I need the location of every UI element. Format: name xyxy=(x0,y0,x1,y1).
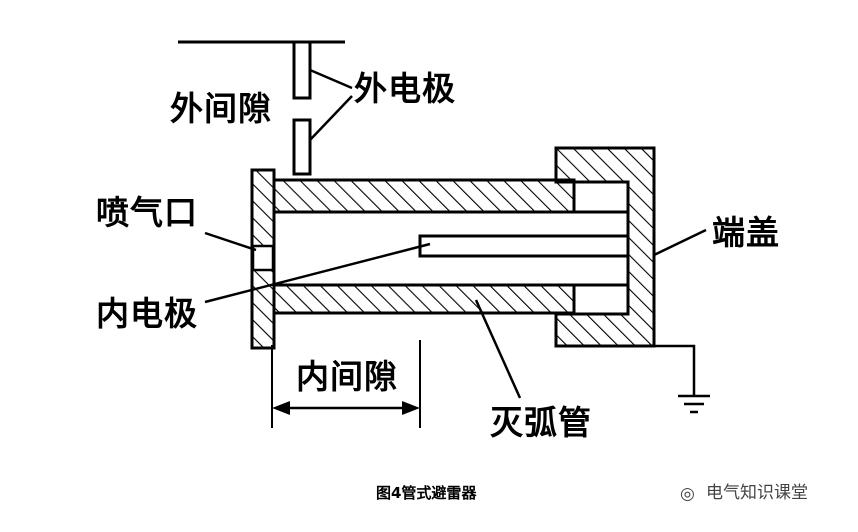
label-outer-electrode: 外电极 xyxy=(354,69,456,108)
dim-arrow-right xyxy=(402,401,420,415)
arc-tube-lower-wall xyxy=(272,283,576,315)
end-cap-flange-bottom xyxy=(572,283,630,316)
ground-wire xyxy=(654,344,696,396)
leader-outer-electrode xyxy=(309,68,353,90)
label-inner-electrode: 内电极 xyxy=(96,294,198,333)
watermark-text: 电气知识课堂 xyxy=(706,483,808,503)
leader-outer-electrode-2 xyxy=(309,95,353,141)
label-inner-gap: 内间隙 xyxy=(296,357,398,396)
dim-arrow-left xyxy=(272,401,290,415)
label-outer-gap: 外间隙 xyxy=(170,89,272,128)
watermark-icon: ◎ xyxy=(680,484,695,504)
label-arc-tube: 灭弧管 xyxy=(490,403,592,442)
leader-end-cap xyxy=(653,228,707,257)
leader-arc-tube xyxy=(474,299,522,399)
nozzle-opening xyxy=(251,244,275,272)
end-cap-flange-top xyxy=(572,180,630,214)
outer-electrode-lower xyxy=(292,118,312,176)
arc-tube-upper-wall xyxy=(272,178,576,214)
outer-electrode-upper xyxy=(292,40,312,100)
label-end-cap: 端盖 xyxy=(712,213,780,252)
figure-caption: 图4管式避雷器 xyxy=(376,484,477,502)
inner-rod xyxy=(418,234,630,258)
label-nozzle: 喷气口 xyxy=(96,193,198,232)
leader-nozzle xyxy=(204,231,257,252)
leader-inner-electrode xyxy=(204,242,431,304)
